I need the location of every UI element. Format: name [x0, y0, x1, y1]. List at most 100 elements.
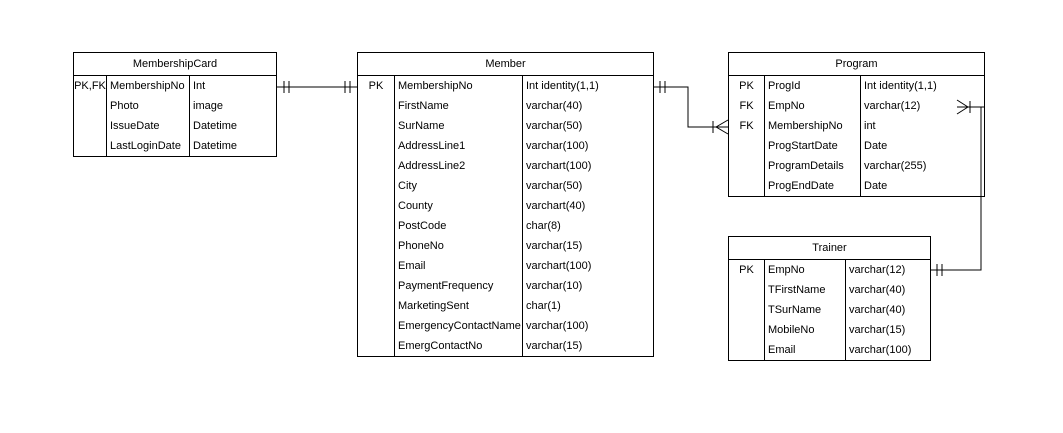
- attribute-key: [358, 256, 395, 276]
- attribute-type: varchar(10): [526, 280, 583, 292]
- attribute-type: Int identity(1,1): [526, 80, 599, 92]
- attribute-name: MembershipNo: [765, 116, 861, 136]
- attribute-type: varchar(15): [849, 324, 906, 336]
- attribute-key: PK: [729, 76, 765, 96]
- attribute-key: [358, 196, 395, 216]
- attribute-key: [74, 116, 107, 136]
- attribute-key: [358, 336, 395, 356]
- attribute-name: EmergContactNo: [395, 336, 523, 356]
- attribute-key: [358, 96, 395, 116]
- attribute-type: Datetime: [193, 140, 238, 152]
- attribute-type: varchart(100): [526, 160, 592, 172]
- attribute-type: varchar(100): [849, 344, 912, 356]
- attribute-name: Photo: [107, 96, 190, 116]
- attribute-type: varchar(15): [526, 340, 583, 352]
- attribute-name: SurName: [395, 116, 523, 136]
- attribute-key: FK: [729, 96, 765, 116]
- attribute-type: char(1): [526, 300, 561, 312]
- crows-foot-marker: [715, 119, 729, 128]
- attribute-name: MobileNo: [765, 320, 846, 340]
- attribute-type: varchart(100): [526, 260, 592, 272]
- attribute-name: ProgStartDate: [765, 136, 861, 156]
- attribute-key: [729, 300, 765, 320]
- attribute-name: AddressLine1: [395, 136, 523, 156]
- attribute-name: ProgramDetails: [765, 156, 861, 176]
- attribute-type: varchar(255): [864, 160, 927, 172]
- attribute-name: Email: [395, 256, 523, 276]
- attribute-type: varchar(40): [849, 284, 906, 296]
- relationship-membershipcard-member[interactable]: [277, 81, 357, 93]
- attribute-type: varchar(40): [849, 304, 906, 316]
- attribute-name: MarketingSent: [395, 296, 523, 316]
- attribute-name: FirstName: [395, 96, 523, 116]
- attribute-name: County: [395, 196, 523, 216]
- entity-title: Member: [358, 53, 653, 76]
- attribute-name: EmpNo: [765, 260, 846, 280]
- attribute-name: ProgId: [765, 76, 861, 96]
- attribute-key: [74, 136, 107, 156]
- attribute-key: [74, 96, 107, 116]
- attribute-type: varchar(50): [526, 180, 583, 192]
- relationship-member-program[interactable]: [654, 81, 729, 135]
- attribute-name: PaymentFrequency: [395, 276, 523, 296]
- attribute-name: TSurName: [765, 300, 846, 320]
- attribute-name: IssueDate: [107, 116, 190, 136]
- attribute-type: Date: [864, 180, 888, 192]
- attribute-key: [358, 276, 395, 296]
- attribute-key: [358, 116, 395, 136]
- attribute-key: [358, 156, 395, 176]
- entity-title: Program: [729, 53, 984, 76]
- crows-foot-marker: [715, 126, 729, 135]
- relationship-trainer-program[interactable]: [931, 99, 985, 276]
- entity-title: Trainer: [729, 237, 930, 260]
- attribute-key: [358, 136, 395, 156]
- attribute-key: [358, 236, 395, 256]
- attribute-name: PostCode: [395, 216, 523, 236]
- attribute-type: varchar(40): [526, 100, 583, 112]
- attribute-key: PK: [358, 76, 395, 96]
- attribute-type: varchar(12): [849, 264, 906, 276]
- attribute-name: TFirstName: [765, 280, 846, 300]
- attribute-name: City: [395, 176, 523, 196]
- attribute-type: Datetime: [193, 120, 238, 132]
- attribute-key: [358, 176, 395, 196]
- attribute-type: int: [864, 120, 876, 132]
- attribute-key: PK: [729, 260, 765, 280]
